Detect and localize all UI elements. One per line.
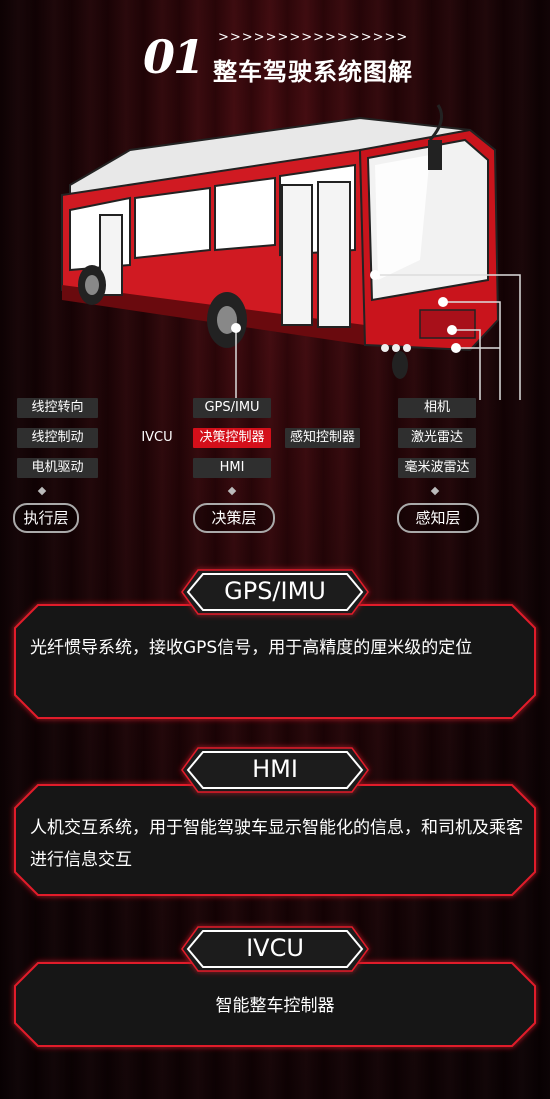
perception-controller-box: 感知控制器 xyxy=(285,428,360,448)
ivcu-card-text: 智能整车控制器 xyxy=(215,996,335,1016)
exec-motor-box: 电机驱动 xyxy=(17,458,98,478)
ivcu-card-title: IVCU xyxy=(246,934,304,962)
exec-braking-box: 线控制动 xyxy=(17,428,98,448)
hmi-card-title: HMI xyxy=(252,755,298,783)
hmi-card-frame xyxy=(14,747,536,896)
section-number: 01 xyxy=(143,30,205,84)
header-arrows: >>>>>>>>>>>>>>>> xyxy=(218,30,409,45)
exec-layer-label: 执行层 xyxy=(13,503,79,533)
hmi-card-text: 人机交互系统，用于智能驾驶车显示智能化的信息，和司机及乘客进行信息交互 xyxy=(30,818,523,870)
decision-layer-label: 决策层 xyxy=(193,503,275,533)
page-title: 整车驾驶系统图解 xyxy=(213,58,413,86)
gps-card-frame xyxy=(14,569,536,719)
bus-illustration xyxy=(61,104,521,400)
ivcu-card-frame xyxy=(14,926,536,1047)
perception-layer-label: 感知层 xyxy=(397,503,479,533)
gps-card-text: 光纤惯导系统，接收GPS信号，用于高精度的厘米级的定位 xyxy=(30,638,473,658)
camera-box: 相机 xyxy=(398,398,476,418)
decision-controller-box: 决策控制器 xyxy=(193,428,271,448)
exec-steering-box: 线控转向 xyxy=(17,398,98,418)
radar-box: 毫米波雷达 xyxy=(398,458,476,478)
gps-imu-box: GPS/IMU xyxy=(193,398,271,418)
ivcu-label: IVCU xyxy=(141,430,173,445)
gps-card-title: GPS/IMU xyxy=(224,577,326,605)
lidar-box: 激光雷达 xyxy=(398,428,476,448)
hmi-box: HMI xyxy=(193,458,271,478)
